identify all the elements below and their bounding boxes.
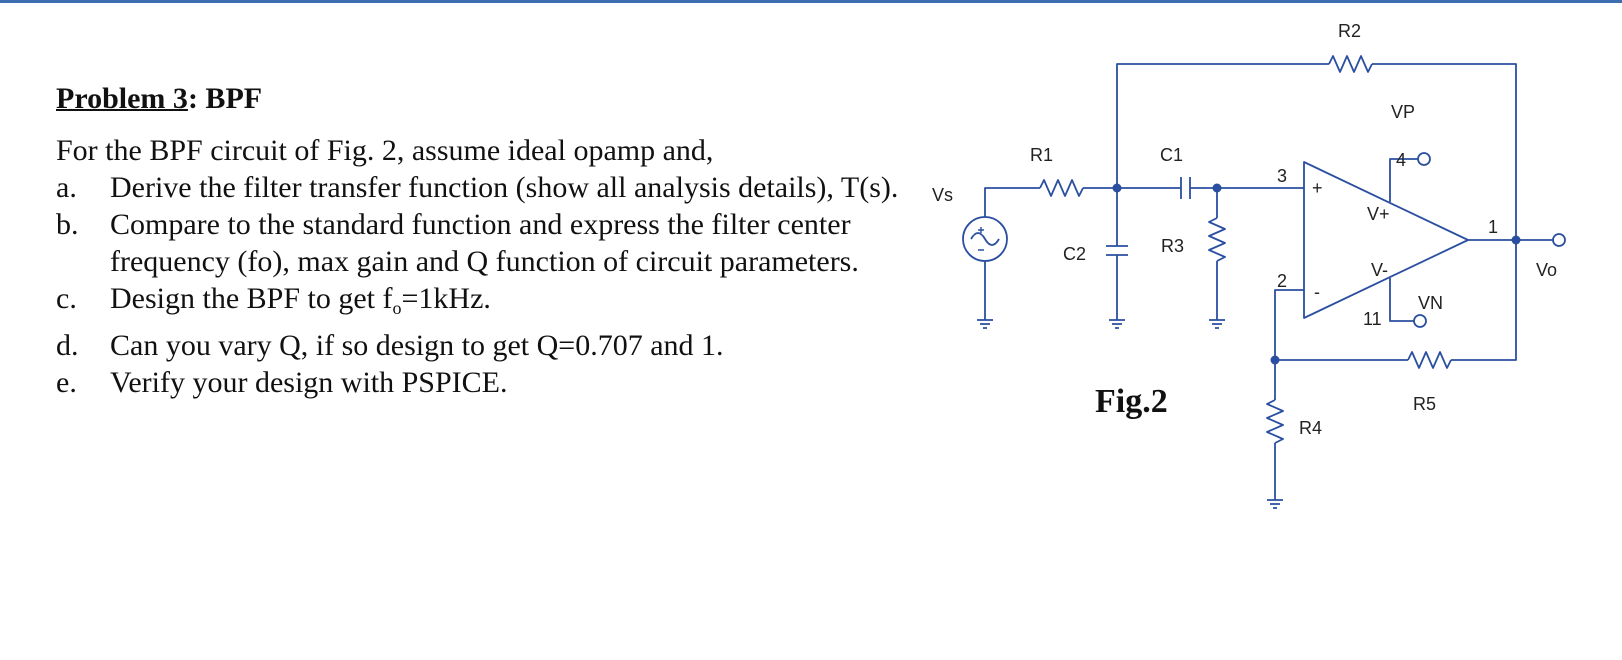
vn-terminal (1413, 314, 1427, 328)
task-text: Verify your design with PSPICE. (110, 366, 508, 399)
capacitor-c1 (1180, 177, 1191, 199)
resistor-r2 (1328, 55, 1373, 73)
wire-vs-r1 (984, 187, 1040, 217)
wire-r5-output (1451, 240, 1517, 361)
label-pin-2: 2 (1277, 271, 1287, 291)
vo-terminal (1552, 233, 1566, 247)
problem-number: Problem 3 (56, 82, 188, 115)
opamp-triangle (1303, 161, 1469, 319)
ground-symbol (1109, 319, 1125, 329)
task-e: e. Verify your design with PSPICE. (56, 364, 916, 401)
task-letter: d. (56, 329, 79, 362)
label-v-plus: V+ (1367, 204, 1390, 224)
sine-symbol (970, 232, 1000, 246)
problem-statement: Problem 3: BPF For the BPF circuit of Fi… (56, 80, 916, 401)
junction-dot (1112, 183, 1122, 193)
label-pin-3: 3 (1277, 166, 1287, 186)
ground-symbol (977, 319, 993, 329)
wire-feedback-left (1116, 63, 1329, 188)
label-c2: C2 (1063, 244, 1086, 264)
top-accent-bar (0, 0, 1622, 3)
junction-dot (1212, 183, 1222, 193)
task-subscript: o (392, 298, 402, 318)
resistor-r4 (1266, 399, 1284, 444)
opamp-plus-sign: + (1312, 178, 1323, 198)
label-vo: Vo (1536, 260, 1557, 280)
task-a: a. Derive the filter transfer function (s… (56, 169, 916, 206)
problem-title: Problem 3: BPF (56, 80, 916, 118)
task-text: Derive the filter transfer function (sho… (110, 171, 899, 204)
wire-inverting-input (1274, 289, 1304, 360)
junction-dot (1270, 355, 1280, 365)
label-vs: Vs (932, 185, 953, 205)
wire-feedback-right (1372, 63, 1517, 239)
task-letter: b. (56, 208, 79, 241)
label-pin-11: 11 (1363, 309, 1382, 329)
problem-intro: For the BPF circuit of Fig. 2, assume id… (56, 134, 714, 167)
label-c1: C1 (1160, 145, 1183, 165)
ground-symbol (1209, 319, 1225, 329)
source-polarity-marks (978, 227, 984, 251)
label-vn: VN (1418, 293, 1443, 313)
junction-dot (1511, 235, 1521, 245)
problem-topic: : BPF (187, 82, 263, 115)
task-list: a. Derive the filter transfer function (s… (56, 169, 916, 401)
resistor-r1 (1039, 179, 1084, 197)
task-letter: c. (56, 282, 77, 315)
ground-symbol (1267, 499, 1283, 509)
label-r3: R3 (1161, 236, 1184, 256)
resistor-r3 (1208, 217, 1226, 262)
task-b: b. Compare to the standard function and e… (56, 206, 916, 280)
vp-terminal (1417, 152, 1431, 166)
label-pin-4: 4 (1396, 150, 1406, 170)
label-r2: R2 (1338, 21, 1361, 41)
capacitor-c2 (1106, 245, 1128, 256)
task-text: Compare to the standard function and exp… (110, 208, 859, 278)
task-letter: a. (56, 171, 77, 204)
label-r5: R5 (1413, 394, 1436, 414)
resistor-r5 (1407, 351, 1452, 369)
label-r4: R4 (1299, 418, 1322, 438)
task-text-after: =1kHz. (401, 282, 491, 315)
opamp-minus-sign: - (1314, 282, 1320, 302)
label-r1: R1 (1030, 145, 1053, 165)
label-vp: VP (1391, 102, 1415, 122)
wire-vn (1389, 278, 1414, 322)
task-text-before: Design the BPF to get f (110, 282, 393, 315)
wire-vp (1389, 158, 1418, 202)
task-d: d. Can you vary Q, if so design to get Q=… (56, 327, 916, 364)
task-letter: e. (56, 366, 77, 399)
task-text: Can you vary Q, if so design to get Q=0.… (110, 329, 724, 362)
task-c: c. Design the BPF to get fo=1kHz. (56, 280, 916, 327)
label-pin-1: 1 (1488, 217, 1498, 237)
figure-label: Fig.2 (1095, 383, 1168, 420)
label-v-minus: V- (1371, 260, 1388, 280)
